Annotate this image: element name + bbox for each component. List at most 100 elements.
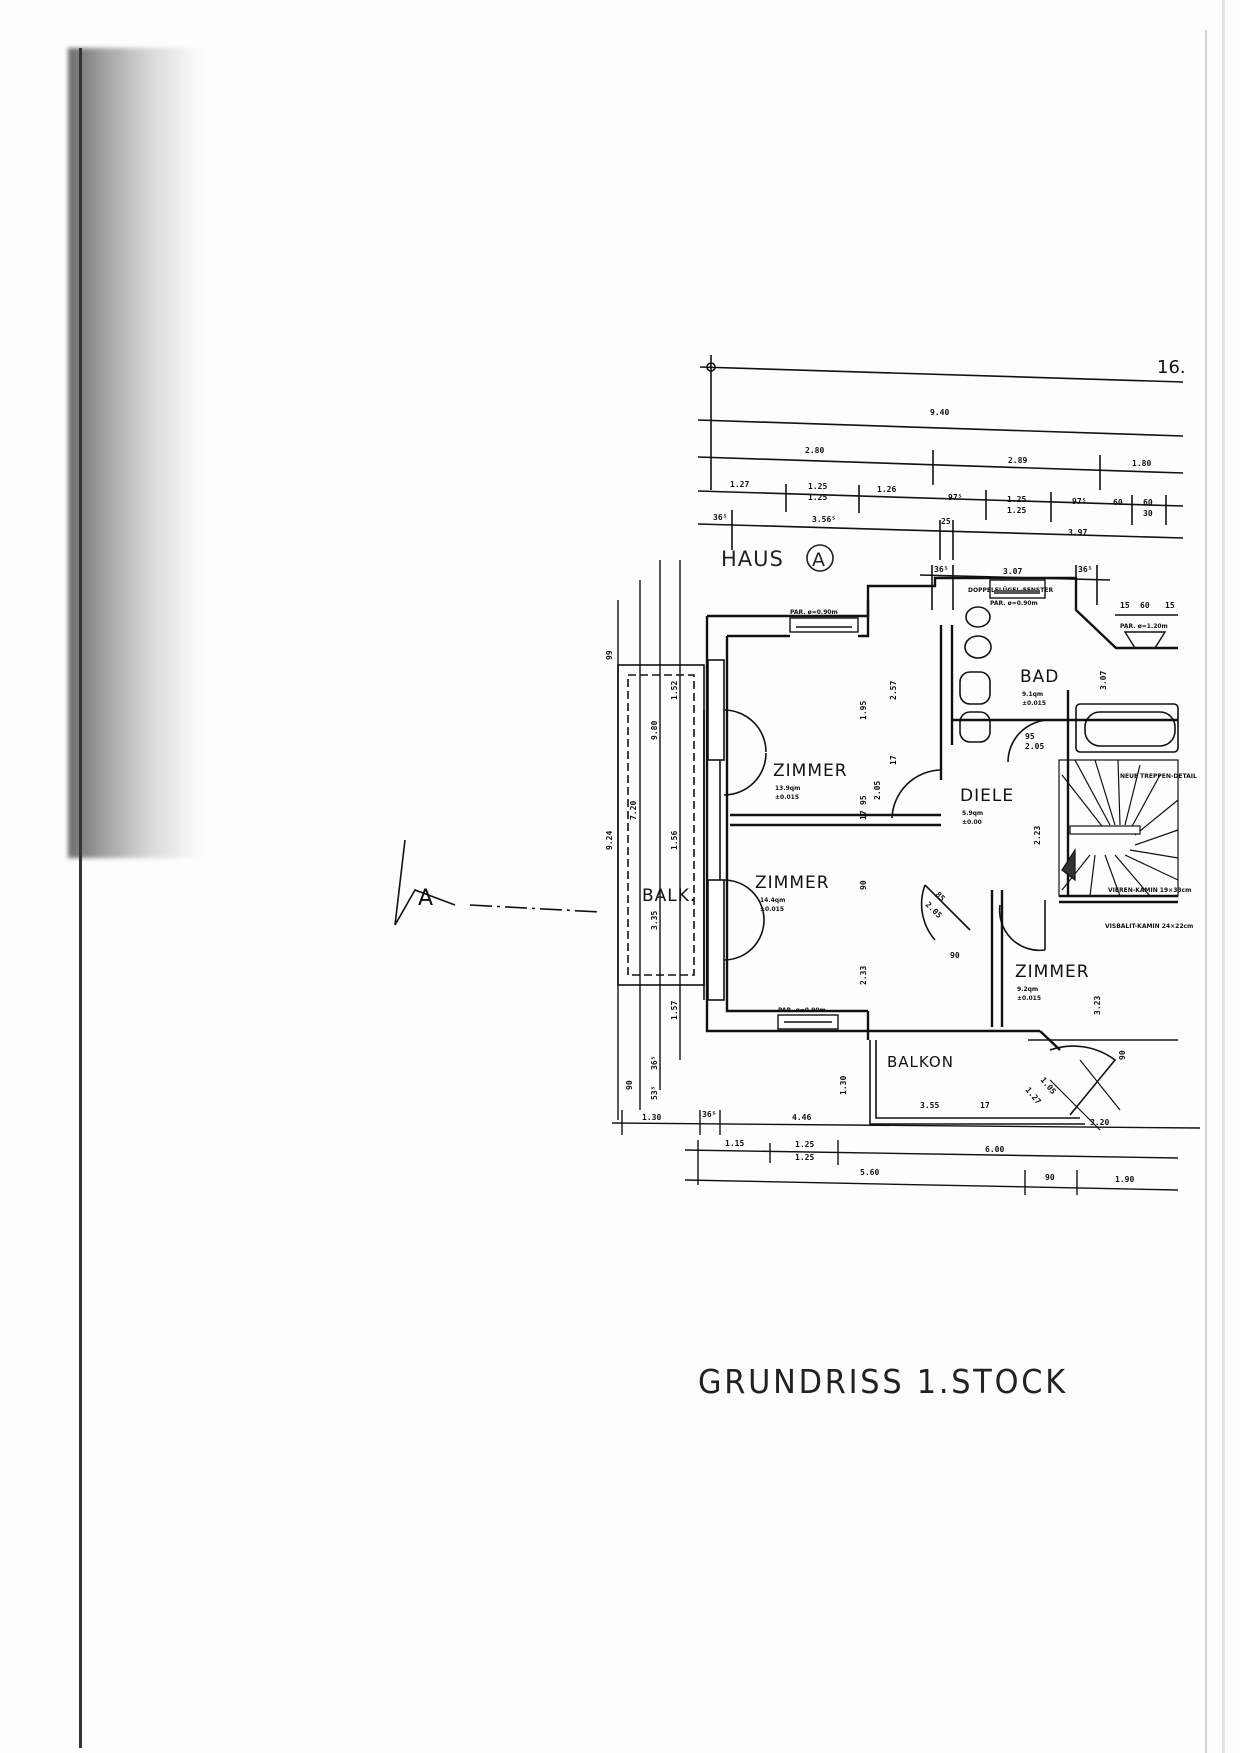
dim-label: 2.33 — [859, 966, 868, 985]
dim-label: 1.05 — [1038, 1076, 1057, 1097]
room-level: ±0.015 — [1017, 995, 1041, 1002]
staircase — [1058, 759, 1179, 897]
dim-label: 90 — [950, 951, 960, 960]
house-label: HAUS A — [721, 544, 834, 572]
dim-label: 6.00 — [985, 1145, 1004, 1154]
room-area: 13.9qm — [775, 785, 800, 792]
parapet-note: PAR. ø=0.90m — [790, 609, 838, 616]
dim-label: 3.20 — [1090, 1118, 1109, 1127]
dim-label: 60 — [1143, 498, 1153, 507]
dim-label: 2.23 — [1033, 826, 1042, 845]
bottom-dimension-labels: 1.30 36⁵ 4.46 3.20 1.15 1.25 1.25 6.00 5… — [642, 1110, 1134, 1184]
dim-label: 53⁵ — [650, 1086, 659, 1100]
dim-label: 5.60 — [860, 1168, 879, 1177]
dim-label: 90 — [1045, 1173, 1055, 1182]
left-dimension-labels: 9.24 7.20 9.80 1.52 1.56 3.35 1.57 99 90… — [605, 650, 679, 1100]
room-level: ±0.015 — [775, 794, 799, 801]
page-edge — [1205, 30, 1207, 1753]
room-name: ZIMMER — [1015, 962, 1090, 982]
dim-label: 36⁵ — [1078, 565, 1092, 574]
room-name: BALK. — [642, 886, 696, 906]
inner-dimension-labels: 1.95 2.57 2.05 95 17 17 90 2.33 85 2.05 … — [839, 671, 1127, 1110]
room-labels: ZIMMER 13.9qm ±0.015 ZIMMER 14.4qm ±0.01… — [642, 609, 1197, 1071]
house-letter: A — [812, 549, 825, 571]
room-name: ZIMMER — [773, 761, 848, 781]
dim-label: 3.07 — [1003, 567, 1022, 576]
room-name: ZIMMER — [755, 873, 830, 893]
walls — [703, 576, 1178, 1051]
chimney-note: VISBALIT-KAMIN 24×22cm — [1105, 923, 1193, 930]
sheet-number: 16. — [1157, 357, 1186, 378]
dim-label: 1.27 — [1023, 1086, 1042, 1107]
dim-label: 90 — [625, 1080, 634, 1090]
room-area: 14.4qm — [760, 897, 785, 904]
dim-label: 9.80 — [650, 721, 659, 740]
dim-label: 1.80 — [1132, 459, 1151, 468]
stair-note: NEUE TREPPEN-DETAIL — [1120, 773, 1197, 780]
dim-label: 1.26 — [877, 485, 896, 494]
dim-label: 3.56⁵ — [812, 515, 836, 524]
dim-label: 3.97 — [1068, 528, 1087, 537]
dim-label: 25 — [941, 517, 951, 526]
dim-label: 1.90 — [1115, 1175, 1134, 1184]
dim-label: 97⁵ — [948, 493, 962, 502]
room-level: ±0.015 — [760, 906, 784, 913]
dim-label: 3.23 — [1093, 996, 1102, 1015]
dim-label: 1.25 — [1007, 495, 1026, 504]
binder-edge-line — [79, 48, 82, 1748]
dim-label: 1.57 — [670, 1001, 679, 1020]
dim-label: 15 — [1120, 601, 1130, 610]
room-area: 5.9qm — [962, 810, 983, 817]
dim-label: 1.27 — [730, 480, 749, 489]
dim-label: 2.05 — [1025, 742, 1044, 751]
dim-label: 99 — [605, 650, 614, 660]
dim-label: 7.20 — [629, 801, 638, 820]
dim-label: 97⁵ — [1072, 497, 1086, 506]
dim-label: 1.15 — [725, 1139, 744, 1148]
dim-label: 1.30 — [642, 1113, 661, 1122]
room-name: BAD — [1020, 667, 1059, 687]
dim-label: 1.25 — [1007, 506, 1026, 515]
dim-label: 3.55 — [920, 1101, 939, 1110]
parapet-note: PAR. ø=0.90m — [990, 600, 1038, 607]
dim-label: 60 — [1113, 498, 1123, 507]
dim-label: 95 — [859, 795, 868, 805]
bathroom-fixtures — [959, 606, 1179, 763]
dim-label: 30 — [1143, 509, 1153, 518]
dim-label: 2.80 — [805, 446, 824, 455]
dim-label: 17 — [859, 810, 868, 820]
dim-label: 15 — [1165, 601, 1175, 610]
dim-label: 85 — [934, 890, 947, 903]
dim-label: 1.25 — [808, 493, 827, 502]
dim-label: 17 — [889, 755, 898, 765]
dim-label: 4.46 — [792, 1113, 811, 1122]
dim-label: 3.35 — [650, 911, 659, 930]
bottom-balcony — [869, 1040, 1121, 1131]
top-dimension-labels: 16. 9.40 2.80 2.89 1.80 1.27 1.25 1.25 1… — [713, 357, 1186, 610]
page-edge-outer — [1222, 0, 1225, 1753]
section-letter: A — [418, 886, 433, 911]
room-level: ±0.00 — [962, 819, 982, 826]
room-area: 9.2qm — [1017, 986, 1038, 993]
parapet-note: PAR. ø=1.20m — [1120, 623, 1168, 630]
chimney-note: VIEREN-KAMIN 19×33cm — [1108, 887, 1191, 894]
windows — [777, 579, 1167, 1030]
dim-label: 60 — [1140, 601, 1150, 610]
dim-label: 1.30 — [839, 1076, 848, 1095]
dim-label: 1.25 — [795, 1153, 814, 1162]
dim-label: 17 — [980, 1101, 990, 1110]
scan-shadow — [68, 48, 218, 858]
dim-label: 36⁵ — [702, 1110, 716, 1119]
dim-label: 36⁵ — [713, 513, 727, 522]
dim-label: 2.89 — [1008, 456, 1027, 465]
dim-label: 1.56 — [670, 831, 679, 850]
room-name: DIELE — [960, 786, 1014, 806]
dim-label: 1.52 — [670, 681, 679, 700]
bottom-dimension-lines — [611, 1110, 1201, 1195]
dim-label: 36⁵ — [650, 1056, 659, 1070]
drawing-title: GRUNDRISS 1.STOCK — [698, 1362, 1068, 1401]
room-level: ±0.015 — [1022, 700, 1046, 707]
dim-label: 3.07 — [1099, 671, 1108, 690]
room-area: 9.1qm — [1022, 691, 1043, 698]
